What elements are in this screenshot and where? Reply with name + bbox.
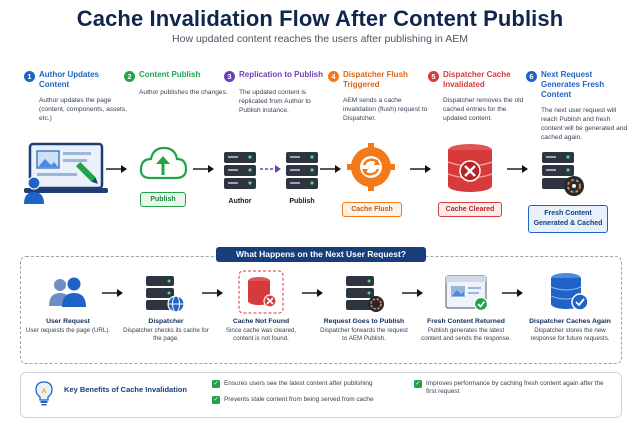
benefit-item-1: ✓ Ensures users see the latest content af… (212, 380, 402, 388)
n-item-desc: Publish generates the latest content and… (421, 327, 511, 342)
fresh-server-icon (542, 152, 584, 196)
n-item-title: Cache Not Found (232, 318, 290, 325)
check-icon: ✓ (212, 396, 220, 404)
benefit-text: Ensures users see the latest content aft… (224, 380, 373, 387)
step-5-title: Dispatcher Cache Invalidated (443, 70, 511, 89)
n-arrow-5 (502, 289, 523, 297)
lightbulb-icon (35, 381, 53, 406)
publish-gear-server-icon (346, 276, 384, 312)
cache-cleared-tag: Cache Cleared (438, 202, 502, 217)
n-item-title: Dispatcher (148, 318, 184, 325)
n-arrow-4 (402, 289, 423, 297)
author-label: Author (228, 198, 252, 205)
laptop-author-icon (24, 142, 108, 204)
step-2-title: Content Publish (139, 70, 201, 79)
author-server-icon (224, 152, 256, 189)
n-item-desc: Dispatcher stores the new response for f… (530, 327, 610, 342)
n-item-title: Dispatcher Caches Again (529, 318, 611, 325)
page-subtitle: How updated content reaches the users af… (172, 33, 468, 45)
n-item-desc: Dispatcher forwards the request to AEM P… (320, 327, 408, 342)
flow-arrow-5 (507, 165, 528, 173)
n-item-title: User Request (46, 318, 90, 325)
n-arrow-1 (102, 289, 123, 297)
benefit-text: Improves performance by caching fresh co… (426, 380, 604, 395)
step-5-desc: Dispatcher removes the old cached entrie… (443, 97, 524, 122)
benefits-panel (20, 372, 622, 418)
step-5: 5 Dispatcher Cache Invalidated Dispatche… (428, 70, 532, 123)
fresh-page-icon (445, 275, 489, 312)
cache-not-found-icon (238, 270, 284, 314)
n-item-desc: Dispatcher checks its cache for the page… (123, 327, 209, 342)
n-item-desc: Since cache was cleared, content is not … (225, 327, 297, 342)
flow-arrow-2 (193, 165, 214, 173)
benefits-title: Key Benefits of Cache Invalidation (64, 385, 187, 394)
step-3-desc: The updated content is replicated from A… (239, 89, 311, 114)
next-request-section (20, 256, 622, 364)
step-4-badge: 4 (328, 71, 339, 82)
step-2-badge: 2 (124, 71, 135, 82)
fresh-content-tag: Fresh Content Generated & Cached (528, 205, 608, 233)
dispatcher-globe-icon (146, 276, 185, 313)
check-icon: ✓ (212, 380, 220, 388)
n-item-title: Fresh Content Returned (427, 318, 505, 325)
step-3-title: Replication to Publish (239, 70, 324, 79)
step-5-badge: 5 (428, 71, 439, 82)
n-item-desc: User requests the page (URL). (25, 327, 111, 334)
n-item-title: Request Goes to Publish (323, 318, 405, 325)
step-3-badge: 3 (224, 71, 235, 82)
flow-arrow-1 (106, 165, 127, 173)
cache-cleared-db-icon (447, 144, 493, 192)
publish-label: Publish (289, 198, 315, 205)
step-4: 4 Dispatcher Flush Triggered AEM sends a… (328, 70, 432, 123)
step-1-badge: 1 (24, 71, 35, 82)
flow-arrow-3 (320, 165, 341, 173)
n-arrow-2 (202, 289, 223, 297)
n-arrow-3 (302, 289, 323, 297)
step-4-title: Dispatcher Flush Triggered (343, 70, 408, 89)
cache-flush-tag: Cache Flush (342, 202, 402, 217)
next-request-banner: What Happens on the Next User Request? (216, 247, 426, 262)
benefit-text: Prevents stale content from being served… (224, 396, 374, 403)
step-4-desc: AEM sends a cache invalidation (flush) r… (343, 97, 428, 122)
benefit-item-3: ✓ Improves performance by caching fresh c… (414, 380, 610, 396)
step-6-desc: The next user request will reach Publish… (541, 107, 628, 141)
flush-gear-icon (347, 143, 395, 191)
step-1-desc: Author updates the page (content, compon… (39, 97, 127, 122)
cloud-upload-icon (139, 146, 188, 180)
step-1-title: Author Updates Content (39, 70, 99, 89)
replication-arrow (260, 165, 281, 173)
publish-server-icon (286, 152, 318, 189)
step-3: 3 Replication to Publish The updated con… (224, 70, 328, 115)
check-icon: ✓ (414, 380, 422, 388)
db-check-icon (550, 273, 589, 311)
benefit-item-2: ✓ Prevents stale content from being serve… (212, 396, 402, 404)
step-2-desc: Author publishes the changes. (139, 89, 228, 96)
publish-tag: Publish (140, 192, 186, 207)
step-6-badge: 6 (526, 71, 537, 82)
flow-arrow-4 (410, 165, 431, 173)
step-2: 2 Content Publish Author publishes the c… (124, 70, 228, 97)
users-icon (49, 277, 86, 307)
step-6: 6 Next Request Generates Fresh Content T… (526, 70, 630, 142)
page-title: Cache Invalidation Flow After Content Pu… (76, 6, 564, 31)
step-1: 1 Author Updates Content Author updates … (24, 70, 128, 123)
step-6-title: Next Request Generates Fresh Content (541, 70, 605, 99)
